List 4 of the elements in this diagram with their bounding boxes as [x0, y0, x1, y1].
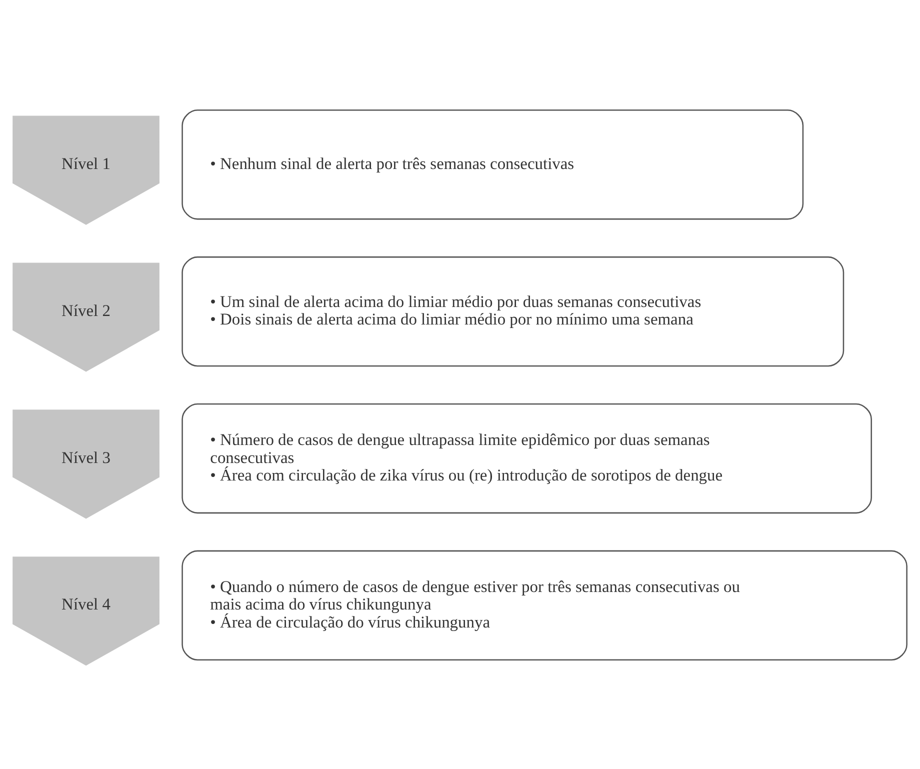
node-box: • Quando o número de casos de dengue estiver por três semanas consecutivas ou mais acima do vírus chikungunya • Área de circulação do vírus chikungunya — [182, 550, 908, 660]
node-box: • Número de casos de dengue ultrapassa limite epidêmico por duas semanas consecutivas • Área com circulação de zika vírus ou (re) introdução de sorotipos de dengue — [182, 402, 872, 514]
node-box: • Nenhum sinal de alerta por três semanas consecutivas — [182, 109, 804, 220]
node-box: • Um sinal de alerta acima do limiar médio por duas semanas consecutivas • Dois sinais de alerta acima do limiar médio por no mínimo uma semana — [182, 256, 844, 366]
